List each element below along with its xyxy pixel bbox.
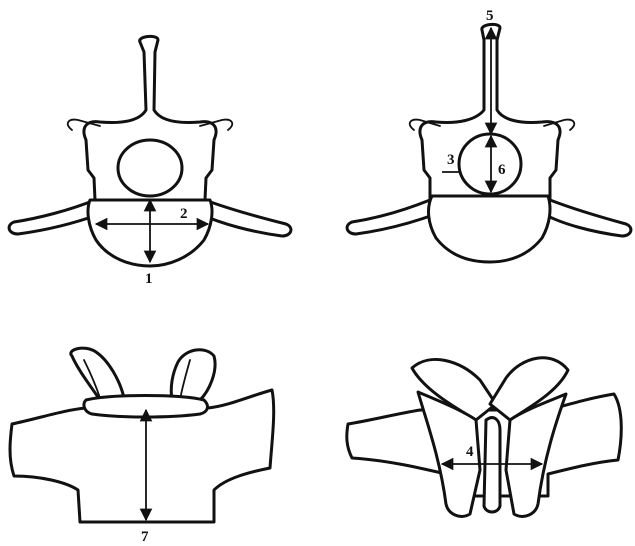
measure-2-label: 2 bbox=[180, 206, 188, 222]
measure-7-label: 7 bbox=[141, 529, 149, 545]
vertebra-dorsal-view-left: 7 bbox=[10, 348, 274, 545]
vertebra-dorsal-view-right: 4 bbox=[347, 358, 621, 517]
vertebra-cranial-view-right: 5 6 3 bbox=[347, 8, 631, 262]
measure-4-label: 4 bbox=[466, 444, 474, 460]
vertebra-cranial-view-left: 1 2 bbox=[9, 36, 291, 287]
measure-3-label: 3 bbox=[447, 152, 455, 168]
measure-1-label: 1 bbox=[145, 271, 153, 287]
measure-5-label: 5 bbox=[486, 8, 494, 24]
measure-6-label: 6 bbox=[498, 162, 506, 178]
